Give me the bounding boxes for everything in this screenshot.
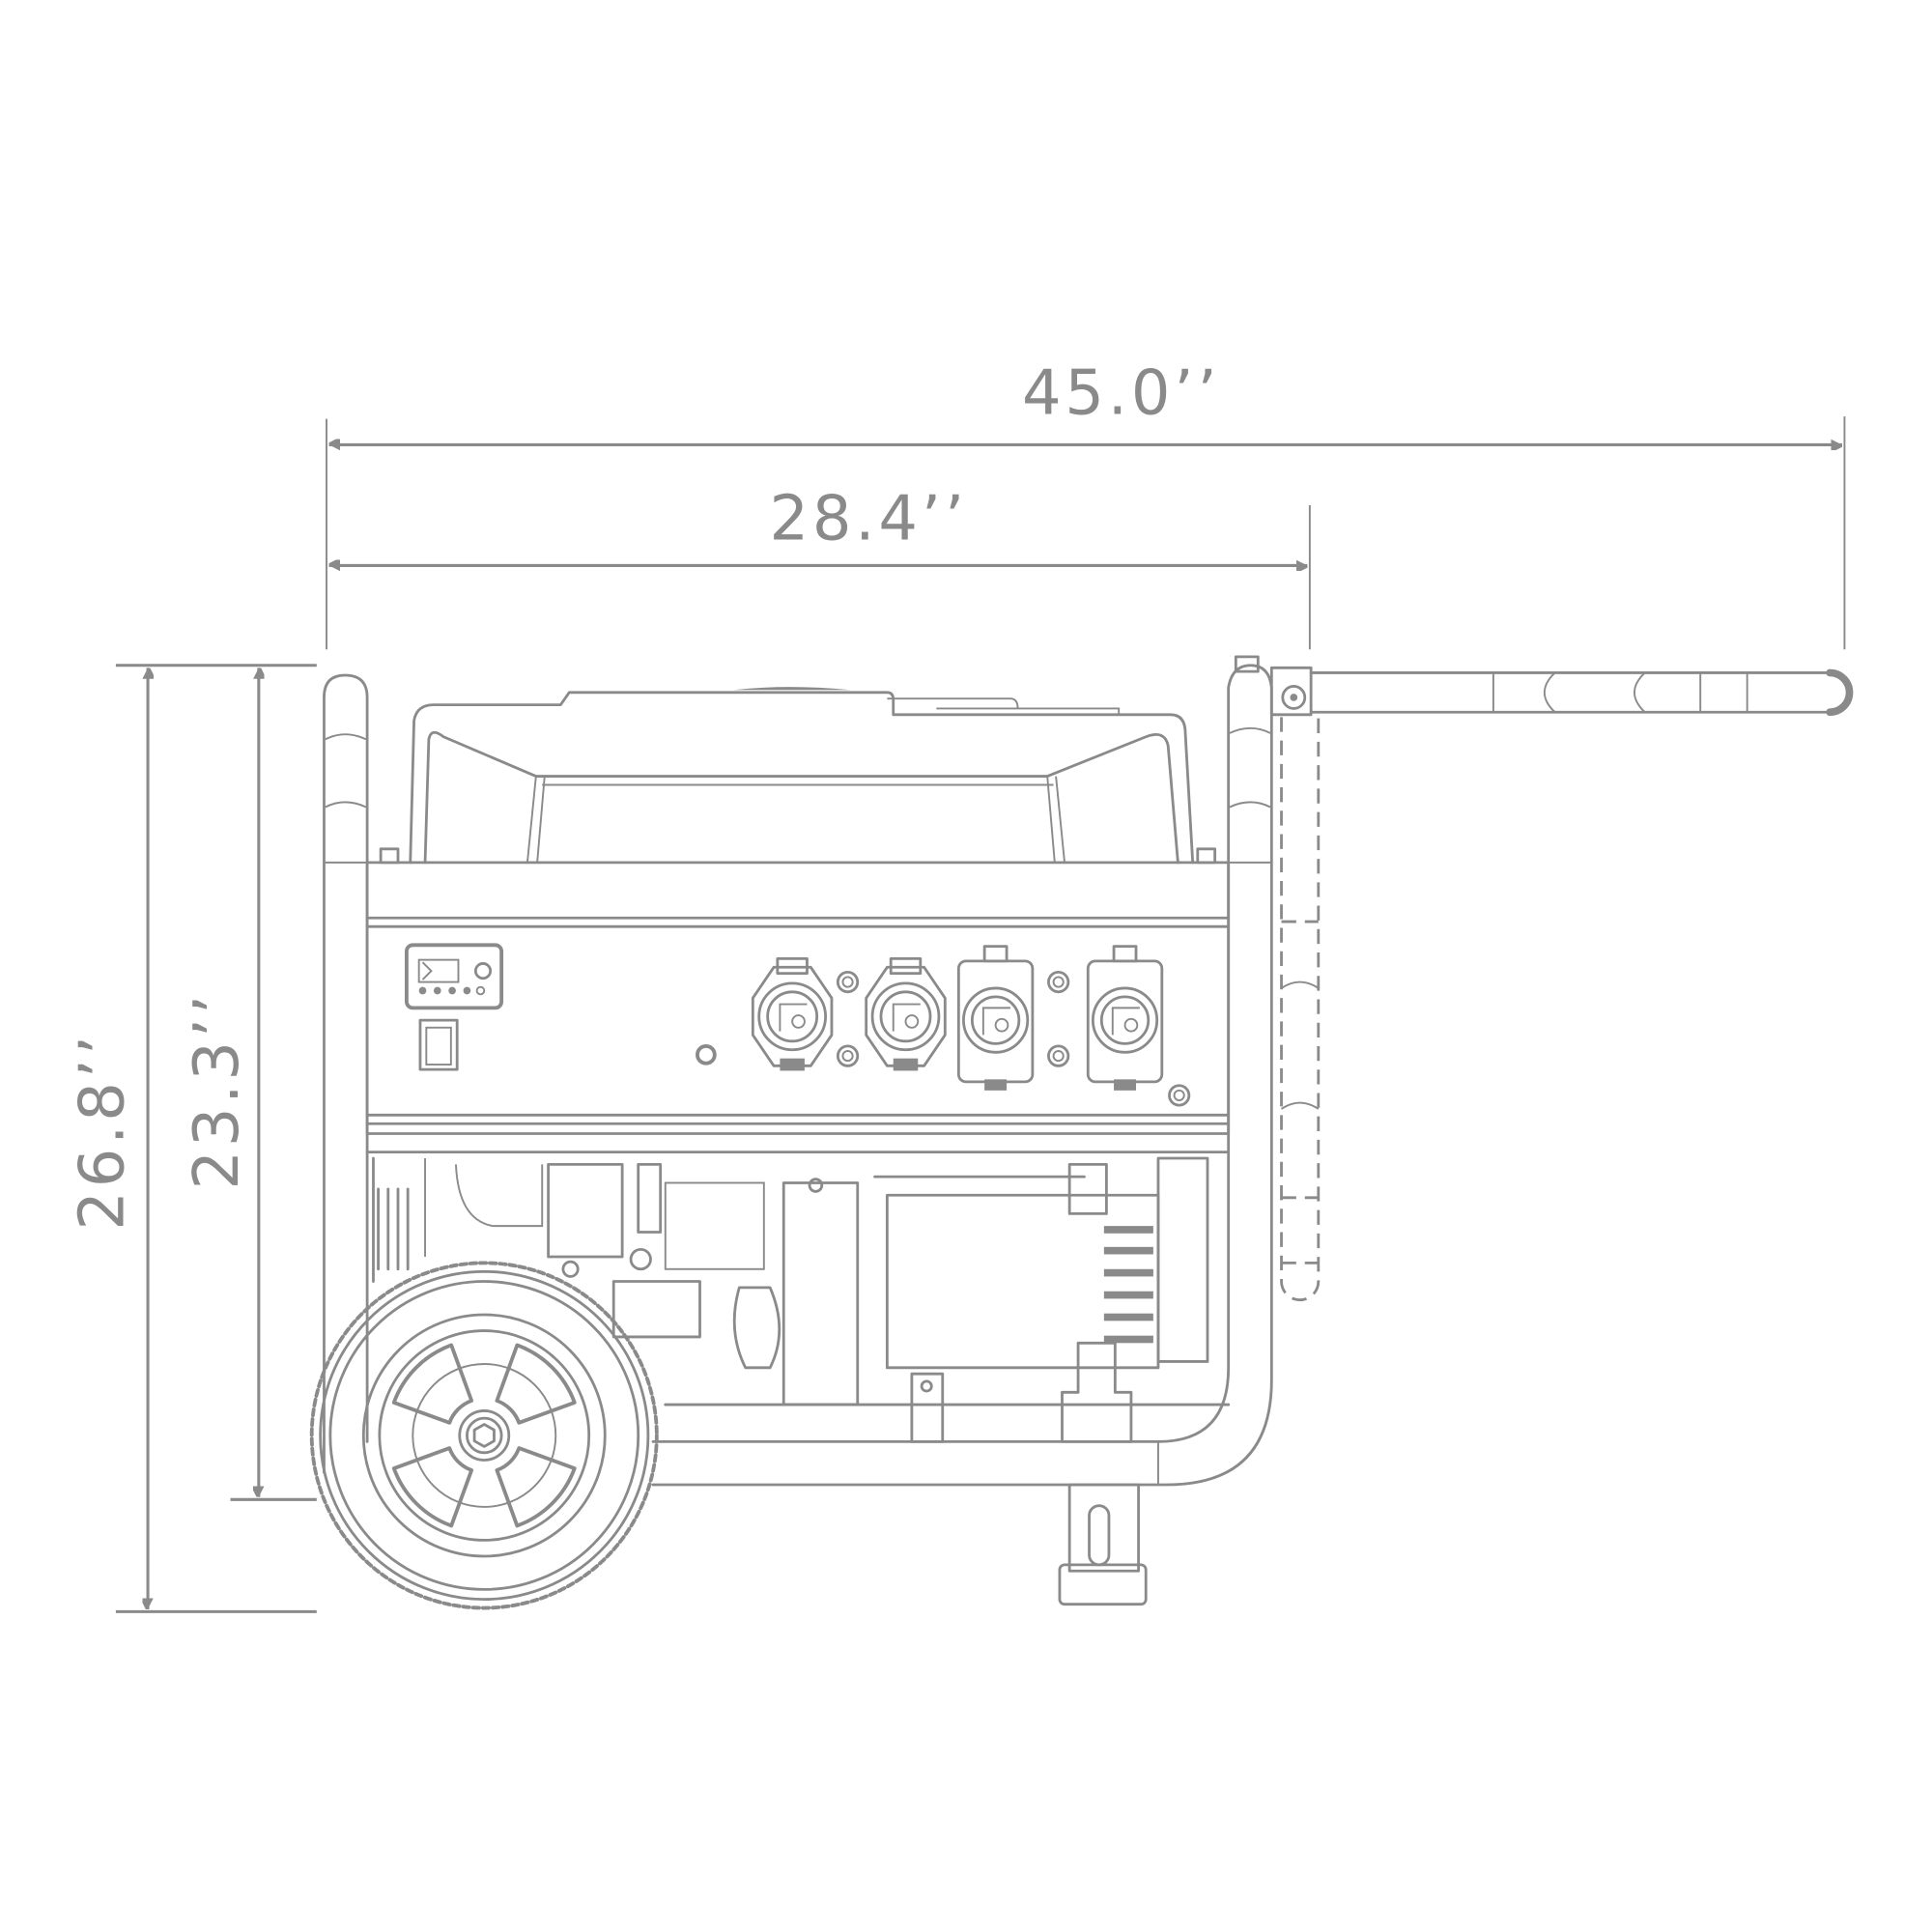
circuit-breaker (836, 1044, 860, 1067)
dimension-frame-length: 28.4’’ (328, 484, 1311, 650)
fuel-tank (379, 687, 1217, 865)
duplex-outlet (1086, 945, 1164, 1091)
engine (372, 1156, 1231, 1443)
handle (1269, 666, 1854, 1301)
control-panel (365, 861, 1231, 1154)
outlets (751, 945, 1191, 1107)
alternator-housing (781, 1181, 860, 1406)
dimension-label-26: 26.8’’ (68, 1032, 139, 1230)
tank-bolt (1196, 847, 1217, 865)
circuit-breaker (1047, 1044, 1070, 1067)
dimension-label-45: 45.0’’ (1022, 358, 1220, 430)
ground-terminal (696, 1043, 717, 1065)
frame-bolt (1234, 655, 1260, 673)
handle-bar-extended[interactable] (1309, 671, 1851, 714)
duplex-outlet (956, 945, 1035, 1091)
circuit-breaker (836, 970, 860, 994)
power-switch (418, 1018, 459, 1071)
wheel (309, 1261, 659, 1610)
dimension-overall-length: 45.0’’ (326, 358, 1846, 650)
frame-right-tube (651, 664, 1273, 1487)
handle-folded-position (1280, 717, 1321, 1301)
circuit-breaker (1168, 1084, 1191, 1107)
tank-bolt (379, 847, 400, 865)
wheel-hub (458, 1409, 511, 1462)
handle-bracket (1269, 666, 1313, 717)
frame (323, 655, 1273, 1606)
wheel-spoke (495, 1343, 577, 1425)
rubber-foot (1058, 1483, 1148, 1606)
wheel-spoke (495, 1446, 577, 1528)
twist-lock-outlet (751, 956, 834, 1071)
circuit-breaker (1047, 970, 1070, 994)
dimension-label-23: 23.3’’ (182, 991, 253, 1189)
axle-nut-icon (472, 1423, 496, 1448)
wheel-spoke (391, 1446, 474, 1528)
dimension-label-28: 28.4’’ (769, 484, 967, 555)
twist-lock-outlet (865, 956, 947, 1071)
frame-left-tube (323, 673, 369, 1474)
alternator-vents (1103, 1226, 1153, 1344)
wheel-spoke (391, 1343, 474, 1425)
digital-display (405, 943, 504, 1010)
dimension-heights: 26.8’’ 23.3’’ (68, 664, 317, 1613)
